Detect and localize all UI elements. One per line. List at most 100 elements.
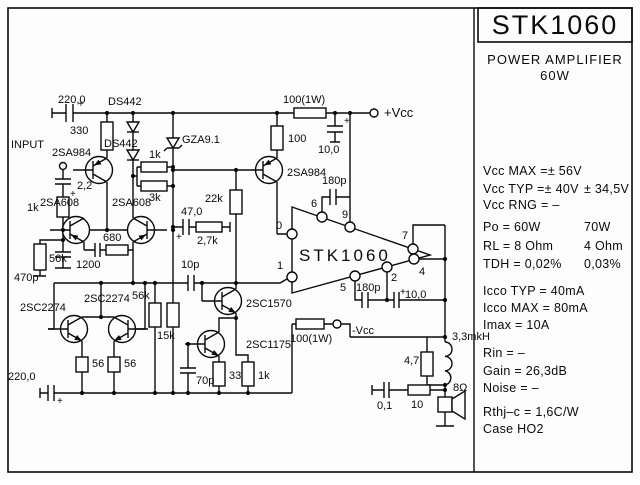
junction-dot bbox=[142, 280, 148, 286]
junction-dot bbox=[60, 227, 66, 233]
res-33 bbox=[212, 361, 226, 387]
label-c_10_bot: 10,0 bbox=[405, 289, 426, 301]
label-c_1200: 1200 bbox=[76, 259, 100, 271]
ic-pin-5 bbox=[349, 270, 361, 282]
label-c_70p: 70p bbox=[196, 375, 214, 387]
spec-row-main: Icco MAX = 80mA bbox=[483, 301, 588, 315]
junction-dot bbox=[233, 315, 239, 321]
label-vcc_pos: +Vcc bbox=[384, 105, 414, 120]
label-q3: 2SA608 bbox=[112, 197, 151, 209]
cap-10-bottom bbox=[393, 292, 400, 308]
ic-pin-6 bbox=[316, 211, 328, 223]
label-c_10p: 10p bbox=[181, 259, 199, 271]
junction-dot bbox=[98, 314, 104, 320]
terminal-vcc-pos bbox=[369, 108, 379, 118]
label-pin_5: 5 bbox=[340, 282, 346, 294]
res-22k bbox=[229, 189, 243, 215]
junction-dot bbox=[152, 390, 158, 396]
junction-dot bbox=[170, 224, 176, 230]
spec-row-main: Imax = 10A bbox=[483, 318, 550, 332]
junction-dot bbox=[170, 167, 176, 173]
label-r_100w_bot: 100(1W) bbox=[290, 333, 332, 345]
res-1k-pair bbox=[140, 161, 168, 173]
label-q5: 2SC2274 bbox=[84, 293, 130, 305]
spec-row-main: Rin = – bbox=[483, 346, 525, 360]
label-q2: 2SA608 bbox=[40, 197, 79, 209]
spec-row-main: Noise = – bbox=[483, 381, 539, 395]
label-c_47: 47,0 bbox=[181, 206, 202, 218]
spec-row-main: Vcc RNG = – bbox=[483, 198, 560, 212]
polarity-plus-mark: + bbox=[400, 287, 406, 298]
spec-row-main: RL = 8 Ohm bbox=[483, 239, 553, 253]
junction-dot bbox=[442, 387, 448, 393]
diode-ds442-1 bbox=[125, 121, 141, 134]
diode-ds442-2 bbox=[125, 149, 141, 162]
label-l_out: 3,3mkH bbox=[452, 331, 490, 343]
spec-row-alt: 4 Ohm bbox=[584, 239, 623, 253]
cap-47 bbox=[182, 219, 190, 235]
label-r_3k: 3k bbox=[149, 192, 161, 204]
spec-row-main: Gain = 26,3dB bbox=[483, 364, 567, 378]
transistor-2sc2274-left bbox=[48, 314, 89, 357]
res-2-7k bbox=[195, 221, 223, 233]
label-q7: 2SC1570 bbox=[246, 298, 292, 310]
res-1k-input bbox=[56, 196, 70, 218]
label-q4: 2SC2274 bbox=[20, 302, 66, 314]
label-r_680: 680 bbox=[103, 232, 121, 244]
polarity-plus-mark: + bbox=[344, 116, 350, 127]
junction-dot bbox=[170, 110, 176, 116]
label-pin_9: 9 bbox=[342, 209, 348, 221]
cap-220-top bbox=[65, 104, 74, 122]
terminal-vcc-neg bbox=[332, 319, 342, 329]
res-100-1w-bottom bbox=[295, 318, 325, 330]
subtitle-line1: POWER AMPLIFIER bbox=[487, 52, 623, 67]
label-d2: DS442 bbox=[104, 138, 138, 150]
zener-gza9-1 bbox=[163, 137, 183, 152]
junction-dot bbox=[130, 280, 136, 286]
cap-10-top bbox=[327, 125, 343, 133]
cap-0-1 bbox=[383, 382, 390, 398]
cap-180p-bottom bbox=[361, 292, 369, 308]
label-r_100: 100 bbox=[288, 133, 306, 145]
transistor-2sc1570 bbox=[202, 283, 243, 316]
label-c_in: 2,2 bbox=[77, 180, 92, 192]
speaker-8ohm bbox=[437, 389, 466, 421]
cap-220-bottom bbox=[47, 385, 55, 401]
label-vcc_neg: -Vcc bbox=[352, 325, 375, 337]
transistor-2sa608-right bbox=[126, 176, 167, 250]
ic-stk1060-body bbox=[291, 206, 433, 294]
title-box bbox=[477, 7, 633, 43]
label-r_bias: 56k bbox=[49, 253, 67, 265]
label-c_180p_top: 180p bbox=[322, 175, 346, 187]
spec-row-main: Po = 60W bbox=[483, 220, 541, 234]
label-r_56_r: 56 bbox=[124, 358, 136, 370]
junction-dot bbox=[98, 280, 104, 286]
junction-dot bbox=[347, 110, 353, 116]
label-pin_6: 6 bbox=[311, 198, 317, 210]
spec-row-main: Vcc MAX =± 56V bbox=[483, 164, 582, 178]
res-56k-2 bbox=[148, 302, 162, 328]
junction-dot bbox=[104, 110, 110, 116]
junction-dot bbox=[130, 173, 136, 179]
junction-dot bbox=[130, 110, 136, 116]
label-c_bot: 220,0 bbox=[8, 371, 36, 383]
label-r_100w_top: 100(1W) bbox=[283, 94, 325, 106]
transistor-2sc1175 bbox=[185, 329, 226, 362]
label-c_top: 220,0 bbox=[58, 94, 86, 106]
label-r_15k: 15k bbox=[157, 330, 175, 342]
label-r_22k: 22k bbox=[205, 193, 223, 205]
junction-dot bbox=[60, 237, 66, 243]
res-100 bbox=[270, 125, 284, 151]
label-r_56_l: 56 bbox=[92, 358, 104, 370]
spec-row-main: Rthj–c = 1,6C/W bbox=[483, 405, 579, 419]
ic-pin-9 bbox=[344, 221, 356, 233]
ic-pin-1 bbox=[286, 271, 298, 283]
res-100-1w-top bbox=[293, 107, 327, 119]
junction-dot bbox=[170, 183, 176, 189]
label-r_4_7: 4,7 bbox=[404, 355, 419, 367]
page-title: STK1060 bbox=[492, 10, 619, 40]
ic-pin-0 bbox=[286, 228, 298, 240]
transistor-2sa984-left bbox=[73, 150, 114, 230]
spec-row-alt: ± 34,5V bbox=[584, 182, 629, 196]
junction-dot bbox=[442, 382, 448, 388]
